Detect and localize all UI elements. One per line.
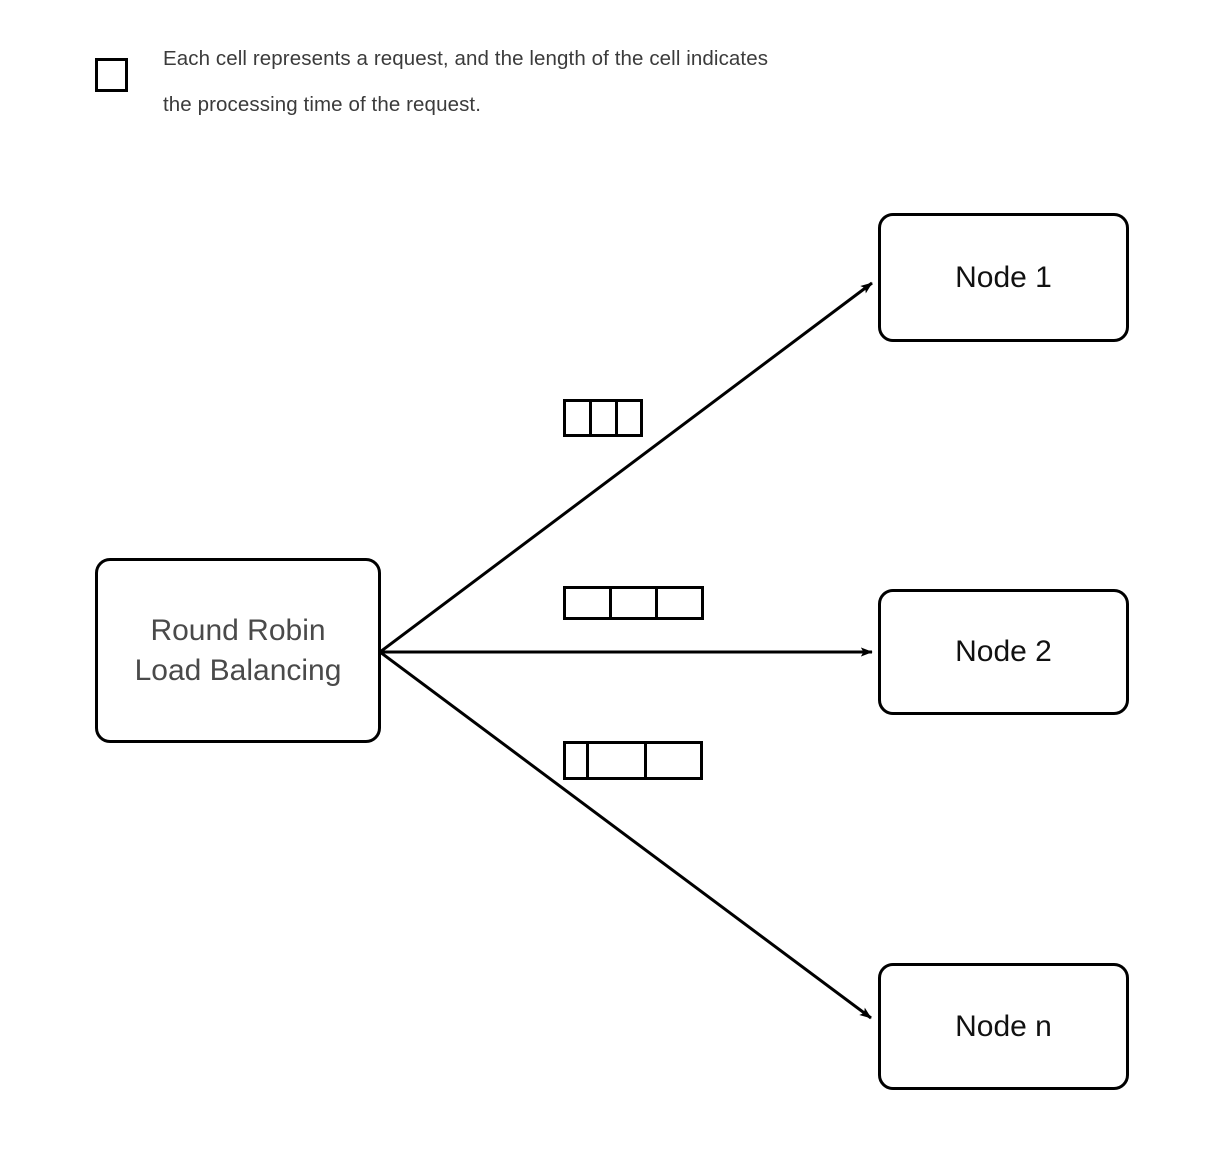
node-2-request-queue xyxy=(563,586,704,620)
request-cell xyxy=(566,744,589,777)
legend: Each cell represents a request, and the … xyxy=(95,36,995,126)
request-cell xyxy=(566,589,612,617)
node-2-box[interactable]: Node 2 xyxy=(878,589,1129,715)
request-cell xyxy=(658,589,704,617)
legend-text: Each cell represents a request, and the … xyxy=(163,47,769,116)
node-n-request-queue xyxy=(563,741,703,780)
edge-to-node-n xyxy=(379,650,872,1020)
request-cell xyxy=(592,402,618,434)
node-2-label: Node 2 xyxy=(955,635,1052,669)
request-cell xyxy=(612,589,658,617)
round-robin-load-balancer-label: Round Robin Load Balancing xyxy=(134,613,342,687)
request-cell xyxy=(589,744,647,777)
node-n-label: Node n xyxy=(955,1009,1052,1043)
request-cell xyxy=(566,402,592,434)
node-1-request-queue xyxy=(563,399,643,437)
request-cell-swatch-icon xyxy=(95,58,128,92)
request-cell xyxy=(618,402,643,434)
node-n-box[interactable]: Node n xyxy=(878,963,1129,1090)
round-robin-load-balancer-box[interactable]: Round Robin Load Balancing xyxy=(95,558,381,743)
request-cell xyxy=(647,744,703,777)
node-1-box[interactable]: Node 1 xyxy=(878,213,1129,342)
node-1-label: Node 1 xyxy=(955,260,1052,294)
